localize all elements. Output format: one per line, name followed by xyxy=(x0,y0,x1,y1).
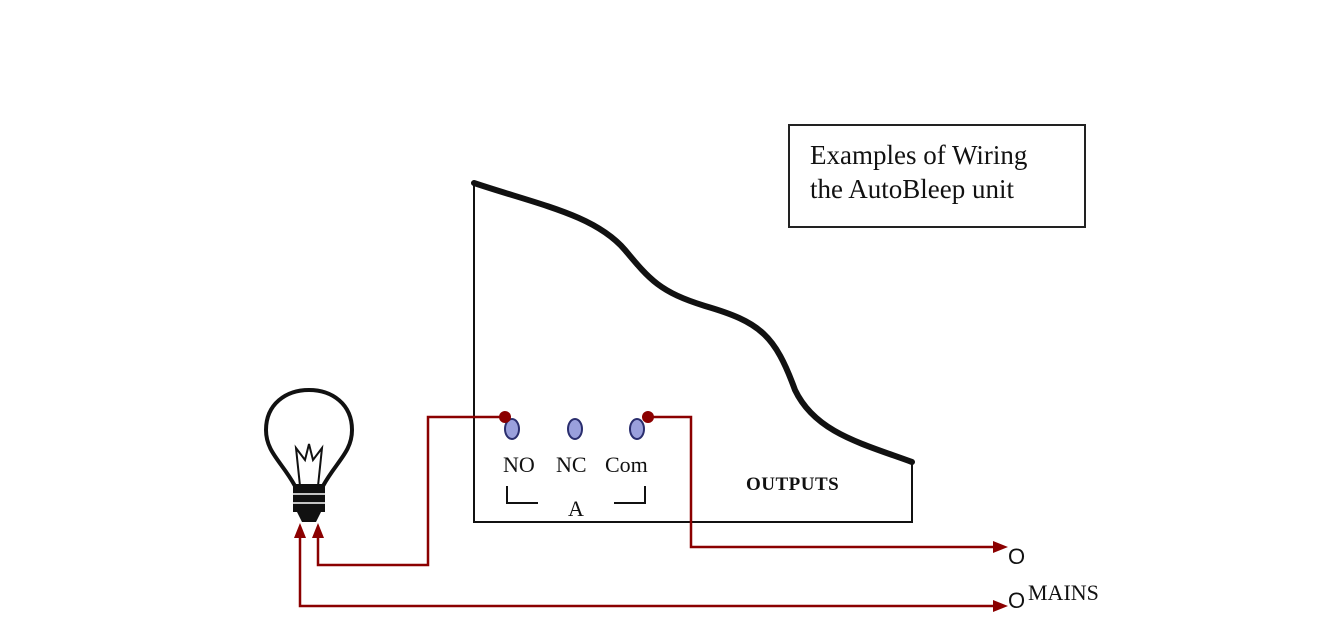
terminal-label-com: Com xyxy=(605,452,648,477)
mains-terminal-bottom: O xyxy=(1008,588,1026,613)
outputs-label: OUTPUTS xyxy=(746,474,840,495)
wire-lamp-to-mains xyxy=(298,535,998,608)
arrow-to-lamp-left xyxy=(294,523,306,538)
arrow-to-mains-top xyxy=(993,541,1008,553)
terminal-com xyxy=(629,418,645,440)
connection-dot-no xyxy=(499,411,511,423)
terminal-group-label: A xyxy=(568,496,584,521)
group-bracket-left xyxy=(506,486,538,504)
terminal-no xyxy=(504,418,520,440)
unit-housing xyxy=(473,183,913,523)
arrow-to-mains-bottom xyxy=(993,600,1008,612)
terminal-label-no: NO xyxy=(503,452,535,477)
title-line-2: the AutoBleep unit xyxy=(810,174,1014,204)
terminal-label-nc: NC xyxy=(556,452,587,477)
light-bulb-icon xyxy=(263,387,355,522)
title-line-1: Examples of Wiring xyxy=(810,140,1028,170)
diagram-title-box: Examples of Wiring the AutoBleep unit xyxy=(788,124,1086,228)
group-bracket-right xyxy=(614,486,646,504)
mains-label: MAINS xyxy=(1028,580,1099,605)
wire-com-to-mains xyxy=(648,415,998,549)
unit-housing-wavy-top xyxy=(471,180,915,465)
arrow-to-lamp-right xyxy=(312,523,324,538)
connection-dot-com xyxy=(642,411,654,423)
mains-terminal-top: O xyxy=(1008,544,1026,569)
terminal-nc xyxy=(567,418,583,440)
wire-no-to-lamp xyxy=(316,415,505,567)
